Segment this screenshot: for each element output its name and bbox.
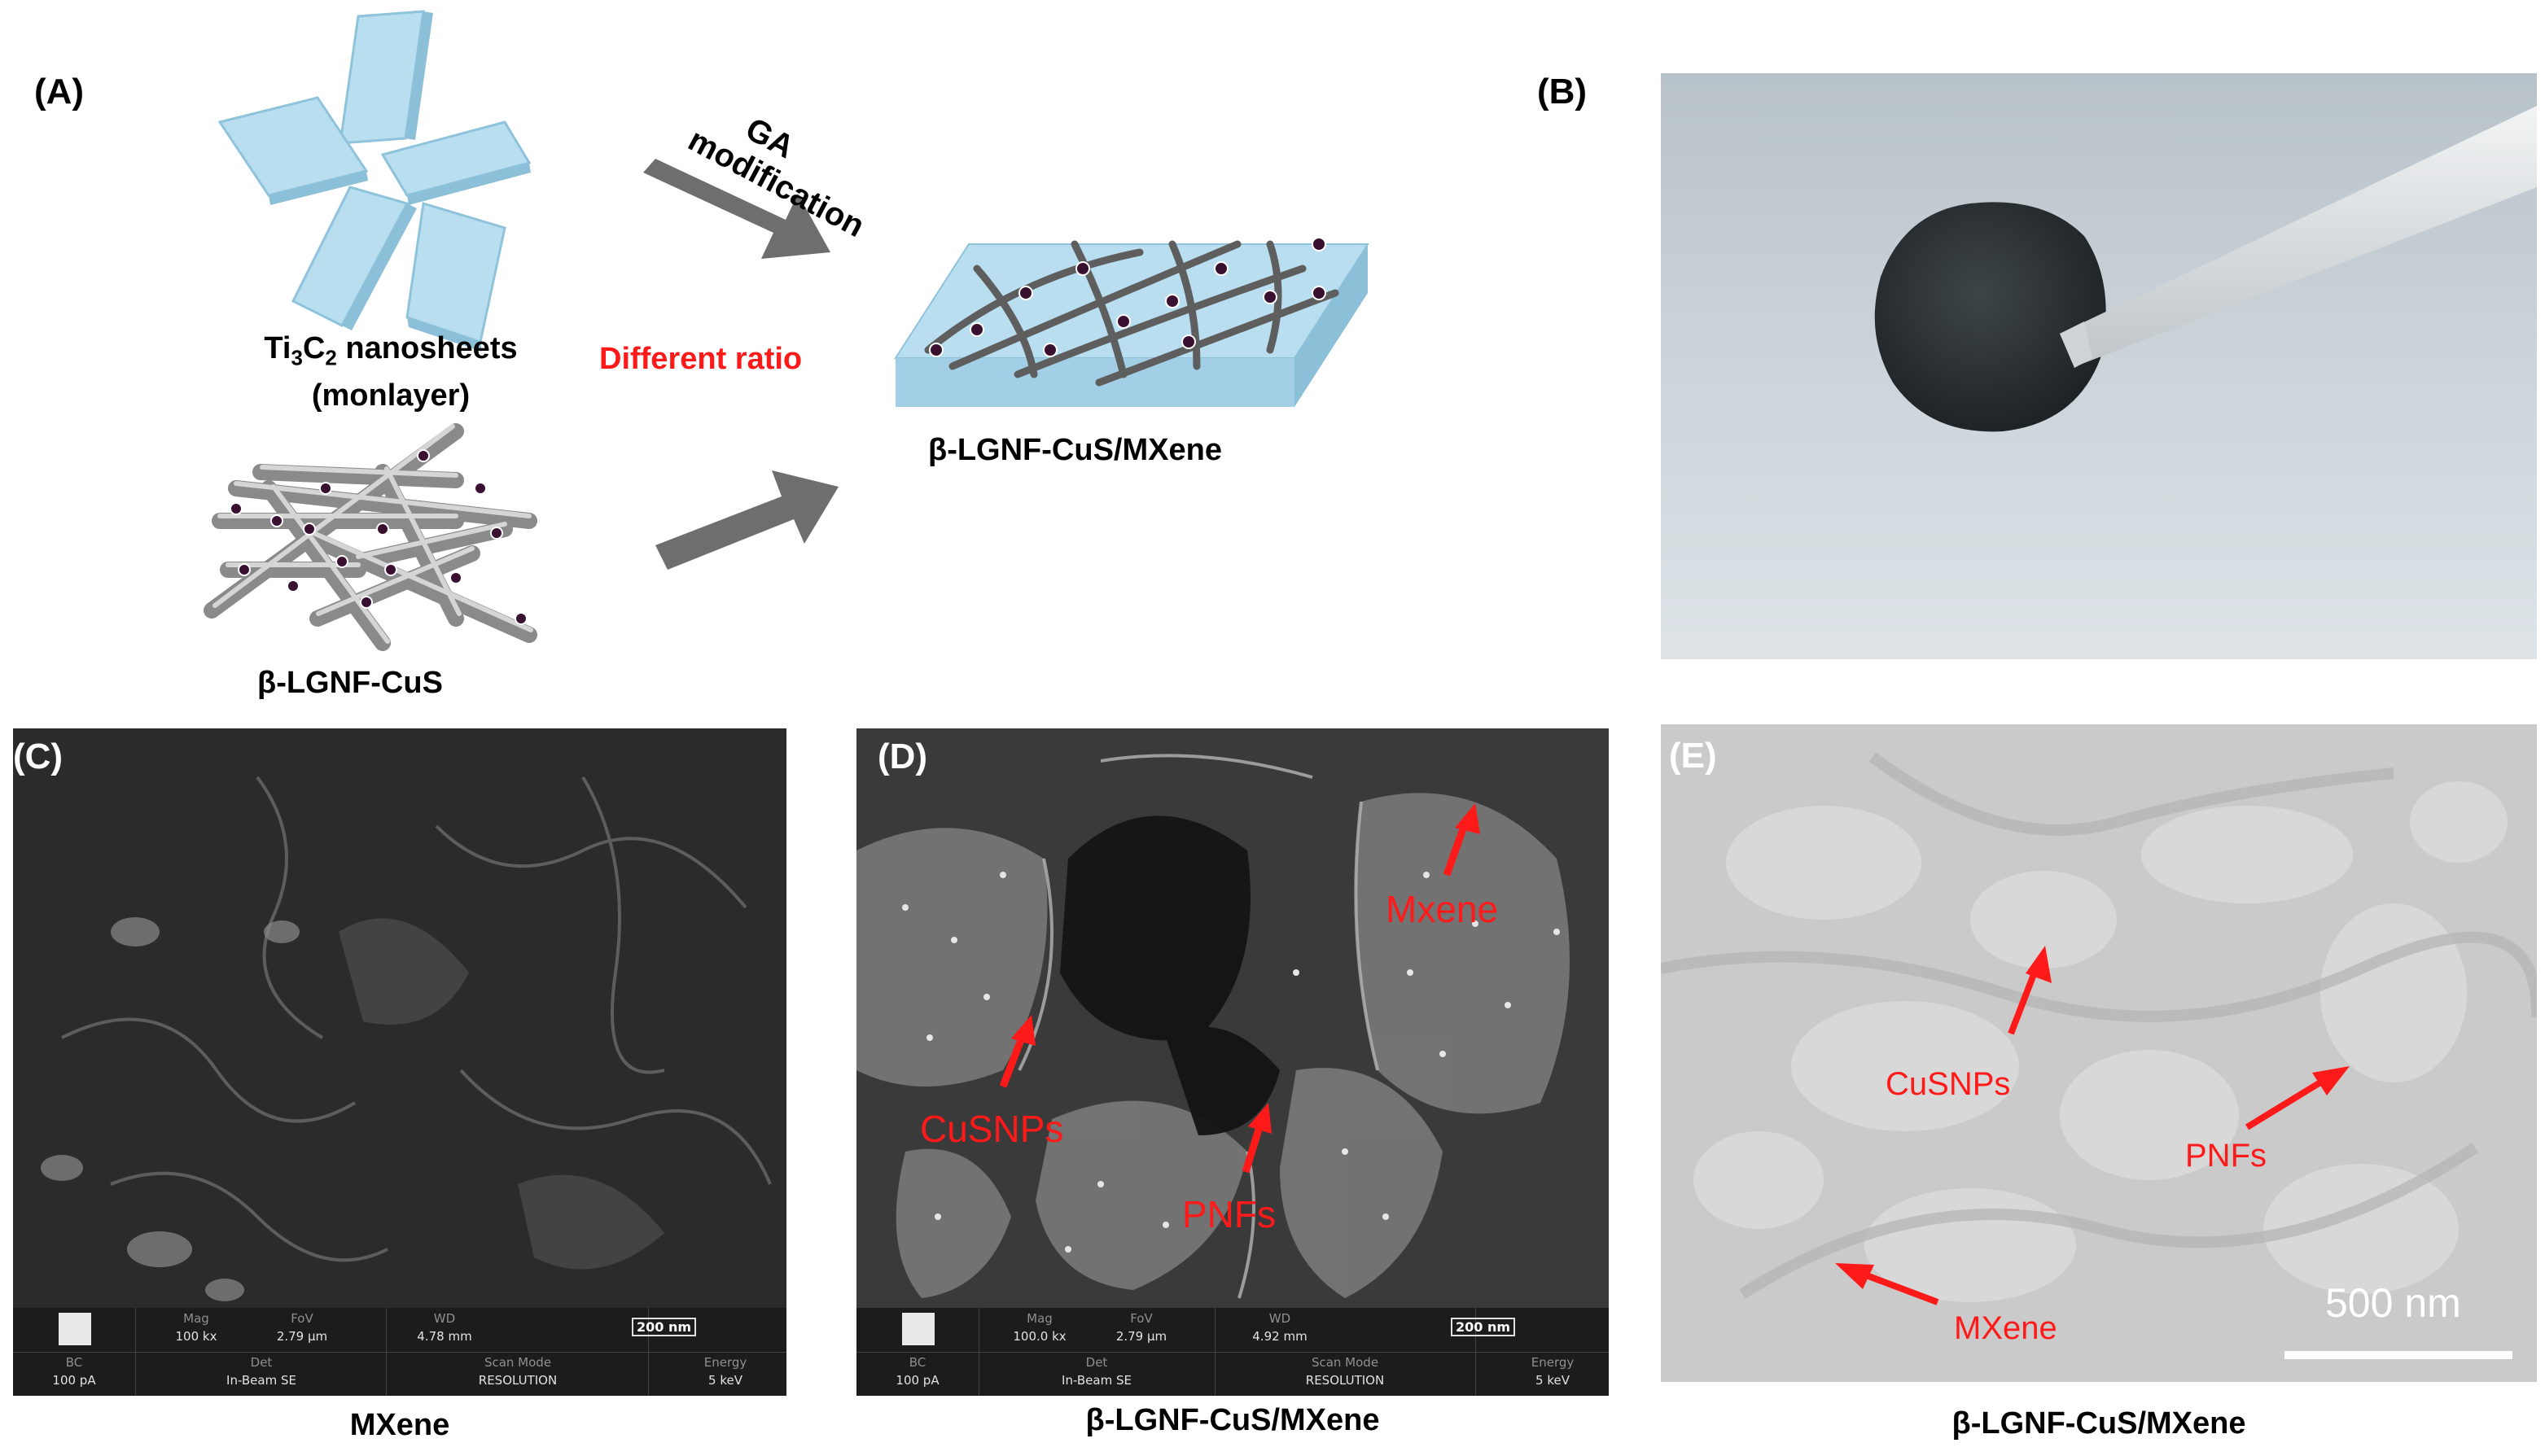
tem-scale-bar-line	[2284, 1351, 2512, 1359]
wd-val: 4.78 mm	[417, 1329, 472, 1344]
energy-key: Energy	[703, 1355, 747, 1370]
fov-key: FoV	[1130, 1311, 1153, 1326]
panel-label-e: (E)	[1669, 736, 1717, 776]
panel-label-b: (B)	[1537, 72, 1588, 111]
det-key: Det	[250, 1355, 273, 1370]
det-val: In-Beam SE	[1062, 1373, 1132, 1388]
upper-arrow	[643, 159, 830, 259]
composite-label: β-LGNF-CuS/MXene	[928, 433, 1222, 467]
caption-d: β-LGNF-CuS/MXene	[1085, 1403, 1380, 1437]
fov-val: 2.79 µm	[1115, 1329, 1167, 1344]
mag-val: 100 kx	[175, 1329, 217, 1344]
annot-mxene-e: MXene	[1954, 1310, 2057, 1346]
bc-key: BC	[909, 1355, 926, 1370]
different-ratio-label: Different ratio	[599, 342, 803, 376]
membrane-photo	[1661, 73, 2537, 659]
fov-val: 2.79 µm	[276, 1329, 328, 1344]
caption-c: MXene	[349, 1408, 450, 1442]
annot-cusnps-d: CuSNPs	[920, 1108, 1064, 1150]
scale-bar-d: 200 nm	[1451, 1318, 1516, 1336]
wd-key: WD	[433, 1311, 456, 1326]
detector-icon	[59, 1313, 91, 1345]
lower-arrow	[655, 470, 839, 570]
wd-key: WD	[1268, 1311, 1291, 1326]
energy-key: Energy	[1531, 1355, 1575, 1370]
annot-mxene-d: Mxene	[1386, 888, 1499, 930]
schematic-illustration	[204, 10, 1369, 651]
panel-label-a: (A)	[34, 72, 85, 111]
fiber-label: β-LGNF-CuS	[257, 666, 443, 700]
sem-image-d: (D) Mxene CuSNPs PNFs Mag 100.0 kx FoV 2…	[856, 728, 1609, 1396]
sem-infobar-d: Mag 100.0 kx FoV 2.79 µm WD 4.92 mm 200 …	[856, 1308, 1609, 1396]
mag-val: 100.0 kx	[1013, 1329, 1067, 1344]
bc-val: 100 pA	[896, 1373, 940, 1388]
membrane-photo-graphic	[1874, 106, 2537, 432]
scan-mode-val: RESOLUTION	[1305, 1373, 1385, 1388]
sem-infobar-c: Mag 100 kx FoV 2.79 µm WD 4.78 mm 200 nm…	[13, 1308, 786, 1396]
ti3c2-nanosheets-graphic	[217, 10, 532, 352]
mag-key: Mag	[1027, 1311, 1053, 1326]
sem-image-c: (C) Mag 100 kx FoV 2.79 µm WD 4.78 mm 20…	[13, 728, 786, 1396]
bc-val: 100 pA	[52, 1373, 96, 1388]
fov-key: FoV	[291, 1311, 313, 1326]
tem-scale-label: 500 nm	[2325, 1280, 2461, 1326]
annot-pnfs-d: PNFs	[1182, 1193, 1276, 1235]
scan-mode-key: Scan Mode	[484, 1355, 552, 1370]
tem-image-e: (E) CuSNPs PNFs MXene 500 nm	[1661, 724, 2537, 1382]
wd-val: 4.92 mm	[1252, 1329, 1308, 1344]
scale-bar-c: 200 nm	[632, 1318, 697, 1336]
ti3c2-label-line2: (monlayer)	[311, 378, 471, 413]
det-key: Det	[1085, 1355, 1108, 1370]
panel-label-d: (D)	[878, 737, 928, 776]
scan-mode-val: RESOLUTION	[478, 1373, 558, 1388]
sem-texture-c	[13, 728, 786, 1308]
ti3c2-label: Ti3C2 nanosheets (monlayer)	[264, 331, 518, 413]
bc-key: BC	[65, 1355, 83, 1370]
det-val: In-Beam SE	[226, 1373, 296, 1388]
annot-cusnps-e: CuSNPs	[1886, 1066, 2011, 1102]
energy-val: 5 keV	[708, 1373, 742, 1388]
composite-sheet-graphic	[894, 237, 1369, 407]
caption-e: β-LGNF-CuS/MXene	[1951, 1406, 2246, 1441]
panel-label-c: (C)	[13, 737, 64, 776]
detector-icon	[902, 1313, 935, 1345]
sem-texture-d	[856, 728, 1609, 1308]
annot-pnfs-e: PNFs	[2185, 1138, 2267, 1174]
mag-key: Mag	[183, 1311, 209, 1326]
scan-mode-key: Scan Mode	[1311, 1355, 1379, 1370]
tem-texture-e	[1661, 724, 2537, 1382]
fiber-bundle-graphic	[204, 423, 537, 651]
energy-val: 5 keV	[1535, 1373, 1570, 1388]
